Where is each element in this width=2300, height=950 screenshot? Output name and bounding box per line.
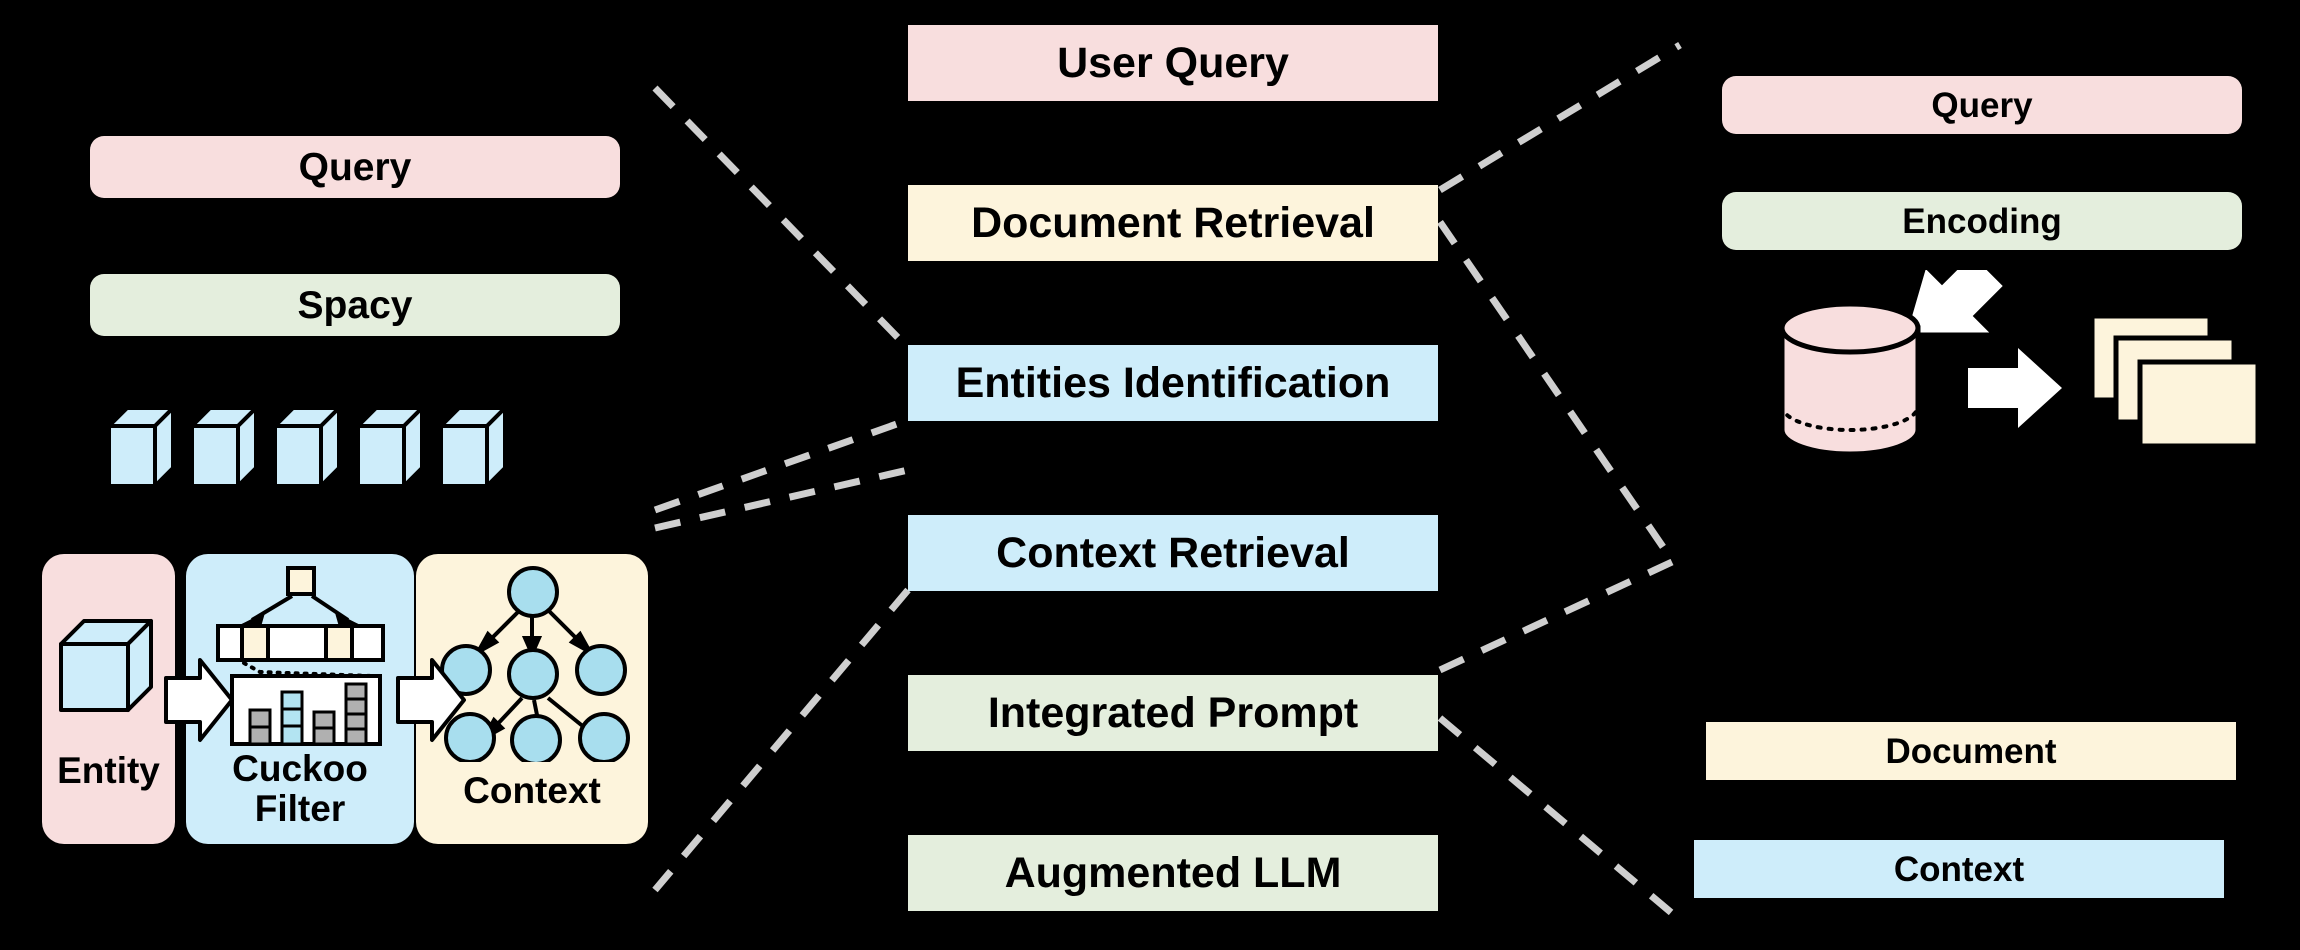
cuckoo-filter-panel[interactable]: Cuckoo Filter xyxy=(186,554,414,844)
connector-left-middle xyxy=(653,416,910,514)
arrow-down-left-icon xyxy=(1907,270,2003,333)
entity-label: Entity xyxy=(57,750,160,791)
context-label: Context xyxy=(463,770,601,811)
entity-panel[interactable]: Entity xyxy=(42,554,175,844)
left-query-bar[interactable]: Query xyxy=(90,136,620,198)
context-graph-panel[interactable]: Context xyxy=(416,554,648,844)
stacked-documents-icon xyxy=(2089,313,2261,449)
connector-right-apex-bottom xyxy=(1438,558,1674,674)
connector-left-lower xyxy=(652,587,911,893)
vector-store-graphic xyxy=(1779,270,2261,457)
token-cubes-row xyxy=(107,406,507,488)
cuckoo-label-line2: Filter xyxy=(254,788,346,829)
cuckoo-filter-diagram-icon xyxy=(216,566,385,746)
right-document-bar[interactable]: Document xyxy=(1706,722,2236,780)
cube-icon xyxy=(273,406,341,488)
center-step-integrated-prompt[interactable]: Integrated Prompt xyxy=(908,675,1438,751)
cube-icon xyxy=(356,406,424,488)
right-encoding-bar[interactable]: Encoding xyxy=(1722,192,2242,250)
left-spacy-label: Spacy xyxy=(297,283,413,327)
right-query-bar[interactable]: Query xyxy=(1722,76,2242,134)
cuckoo-label-line1: Cuckoo xyxy=(232,748,368,789)
right-query-label: Query xyxy=(1931,85,2033,125)
center-step-label: Context Retrieval xyxy=(996,528,1350,577)
entity-cube-icon xyxy=(59,619,153,712)
cylinder-database-icon xyxy=(1779,301,1921,457)
center-step-augmented-llm[interactable]: Augmented LLM xyxy=(908,835,1438,911)
connector-right-lower xyxy=(1437,715,1683,923)
center-step-label: Integrated Prompt xyxy=(987,688,1359,737)
connector-right-apex-top xyxy=(1437,220,1675,562)
connector-left-middle2 xyxy=(654,466,909,532)
left-spacy-bar[interactable]: Spacy xyxy=(90,274,620,336)
center-step-context-retrieval[interactable]: Context Retrieval xyxy=(908,515,1438,591)
connector-right-upper xyxy=(1438,42,1682,193)
center-step-label: Document Retrieval xyxy=(971,198,1375,247)
left-query-label: Query xyxy=(298,145,412,189)
arrow-right-icon xyxy=(1968,348,2062,428)
context-tree-icon xyxy=(440,566,630,762)
cube-icon xyxy=(107,406,175,488)
right-context-label: Context xyxy=(1893,849,2025,889)
center-step-document-retrieval[interactable]: Document Retrieval xyxy=(908,185,1438,261)
center-step-label: User Query xyxy=(1057,38,1289,87)
center-step-user-query[interactable]: User Query xyxy=(908,25,1438,101)
right-encoding-label: Encoding xyxy=(1902,201,2062,241)
right-document-label: Document xyxy=(1885,731,2057,771)
cube-icon xyxy=(439,406,507,488)
center-step-entities-identification[interactable]: Entities Identification xyxy=(908,345,1438,421)
right-context-bar[interactable]: Context xyxy=(1694,840,2224,898)
center-step-label: Augmented LLM xyxy=(1004,848,1342,897)
connector-left-upper xyxy=(652,85,911,351)
cube-icon xyxy=(190,406,258,488)
center-step-label: Entities Identification xyxy=(955,358,1391,407)
